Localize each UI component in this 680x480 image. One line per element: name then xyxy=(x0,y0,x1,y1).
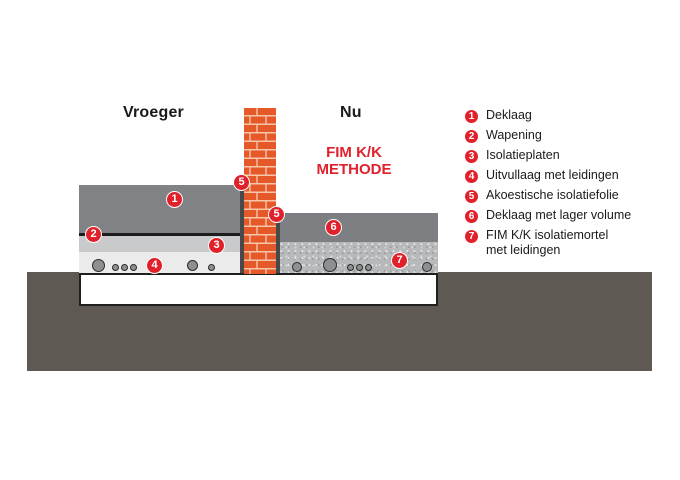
marker-4-uitvullaag: 4 xyxy=(147,258,162,273)
legend-item-4: 4 Uitvullaag met leidingen xyxy=(465,168,665,188)
legend-label-line1: FIM K/K isolatiemortel xyxy=(486,228,609,242)
legend-label: Wapening xyxy=(486,128,542,142)
legend-number-badge: 5 xyxy=(465,190,478,203)
legend-number-badge: 2 xyxy=(465,130,478,143)
legend-item-3: 3 Isolatieplaten xyxy=(465,148,665,168)
right-deklaag-layer xyxy=(280,213,438,242)
brick-wall xyxy=(244,108,276,274)
marker-5-folie-left: 5 xyxy=(234,175,249,190)
legend-label: FIM K/K isolatiemortel met leidingen xyxy=(486,228,608,258)
legend-item-6: 6 Deklaag met lager volume xyxy=(465,208,665,228)
legend-label: Akoestische isolatiefolie xyxy=(486,188,619,202)
legend-label: Isolatieplaten xyxy=(486,148,560,162)
heading-vroeger: Vroeger xyxy=(123,104,184,121)
legend-number-badge: 6 xyxy=(465,210,478,223)
legend: 1 Deklaag 2 Wapening 3 Isolatieplaten 4 … xyxy=(465,108,665,262)
pipe-icon xyxy=(347,264,354,271)
concrete-slab xyxy=(79,273,438,306)
legend-item-5: 5 Akoestische isolatiefolie xyxy=(465,188,665,208)
method-title-line2: METHODE xyxy=(316,161,392,178)
legend-label: Deklaag met lager volume xyxy=(486,208,632,222)
marker-5-folie-right: 5 xyxy=(269,207,284,222)
left-wapening-layer xyxy=(79,233,240,236)
pipe-icon xyxy=(365,264,372,271)
legend-number-badge: 3 xyxy=(465,150,478,163)
legend-label: Uitvullaag met leidingen xyxy=(486,168,619,182)
pipe-icon xyxy=(187,260,198,271)
legend-label: Deklaag xyxy=(486,108,532,122)
legend-number-badge: 1 xyxy=(465,110,478,123)
pipe-icon xyxy=(208,264,215,271)
legend-label-line2: met leidingen xyxy=(486,243,561,257)
right-mortel-layer xyxy=(280,242,438,273)
pipe-icon xyxy=(130,264,137,271)
pipe-icon xyxy=(323,258,337,272)
legend-item-7: 7 FIM K/K isolatiemortel met leidingen xyxy=(465,228,665,262)
legend-number-badge: 4 xyxy=(465,170,478,183)
pipe-icon xyxy=(356,264,363,271)
marker-7-mortel: 7 xyxy=(392,253,407,268)
method-title: FIM K/K METHODE xyxy=(305,144,403,178)
pipe-icon xyxy=(121,264,128,271)
pipe-icon xyxy=(292,262,302,272)
left-acoustic-strip xyxy=(240,190,244,273)
legend-item-1: 1 Deklaag xyxy=(465,108,665,128)
marker-1-deklaag: 1 xyxy=(167,192,182,207)
pipe-icon xyxy=(422,262,432,272)
method-title-line1: FIM K/K xyxy=(326,144,382,161)
right-acoustic-strip xyxy=(276,213,280,273)
pipe-icon xyxy=(92,259,105,272)
marker-3-isolatieplaten: 3 xyxy=(209,238,224,253)
heading-nu: Nu xyxy=(340,104,362,121)
legend-number-badge: 7 xyxy=(465,230,478,243)
left-deklaag-layer xyxy=(79,185,240,234)
left-isolatieplaten-layer xyxy=(79,236,240,252)
marker-6-deklaag: 6 xyxy=(326,220,341,235)
legend-item-2: 2 Wapening xyxy=(465,128,665,148)
marker-2-wapening: 2 xyxy=(86,227,101,242)
pipe-icon xyxy=(112,264,119,271)
brick-joints xyxy=(249,108,267,274)
